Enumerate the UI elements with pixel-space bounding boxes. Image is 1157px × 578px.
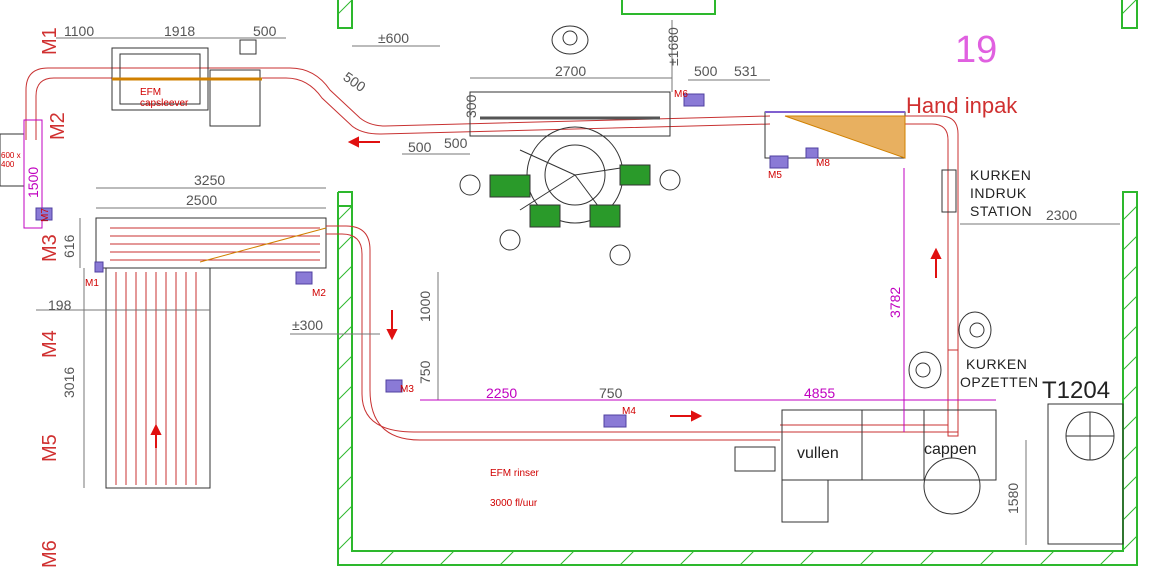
flow-arrows xyxy=(150,136,942,448)
dimension-lines-magenta xyxy=(23,120,996,432)
dim-1500: 1500 xyxy=(25,167,41,198)
cork-press-station-box xyxy=(941,169,957,213)
motor-label-m6: M6 xyxy=(674,89,688,100)
cork-place-label-line1: KURKEN xyxy=(966,356,1027,372)
operator-figures xyxy=(551,25,992,389)
motor-label-m7: M7 xyxy=(40,208,51,222)
dim-600-plusminus: ±600 xyxy=(378,30,409,46)
axis-label-m5: M5 xyxy=(39,434,61,462)
dim-500-top: 500 xyxy=(253,23,277,39)
area-number: 19 xyxy=(955,29,997,71)
dim-3782: 3782 xyxy=(887,287,903,318)
dim-1680: ±1680 xyxy=(665,27,681,66)
axis-label-m6: M6 xyxy=(39,540,61,568)
rotary-filler xyxy=(459,91,681,266)
cork-place-label-line2: OPZETTEN xyxy=(960,374,1039,390)
dim-4855: 4855 xyxy=(804,385,835,401)
dim-2300: 2300 xyxy=(1046,207,1077,223)
capsleever-label-line2: capsleever xyxy=(140,98,189,109)
capsleever-label-line1: EFM xyxy=(140,87,161,98)
station-id-t1204: T1204 xyxy=(1042,377,1110,404)
dim-500-bottom-right: 500 xyxy=(444,135,468,151)
dim-1918: 1918 xyxy=(164,23,195,39)
dim-750-vertical: 750 xyxy=(417,360,433,384)
capacity-label: 3000 fl/uur xyxy=(490,498,538,509)
cork-press-label-line2: INDRUK xyxy=(970,185,1027,201)
dim-750-horizontal: 750 xyxy=(599,385,623,401)
motor-label-m4: M4 xyxy=(622,406,636,417)
motor-label-m2: M2 xyxy=(312,288,326,299)
motor-label-m3: M3 xyxy=(400,384,414,395)
dim-1580: 1580 xyxy=(1005,483,1021,514)
axis-label-m3: M3 xyxy=(39,234,61,262)
motor-symbols xyxy=(35,93,819,428)
building-walls xyxy=(337,0,1138,566)
axis-label-m2: M2 xyxy=(47,112,69,140)
hand-pack-table xyxy=(764,111,906,159)
cap-station-label: cappen xyxy=(924,441,977,458)
dim-500-bottom-left: 500 xyxy=(408,139,432,155)
accumulation-table xyxy=(95,217,780,489)
fill-station-label: vullen xyxy=(797,445,839,462)
dim-2500: 2500 xyxy=(186,192,217,208)
dim-300-plusminus: ±300 xyxy=(292,317,323,333)
cork-place-station-box xyxy=(947,349,959,437)
dim-1100: 1100 xyxy=(64,23,94,39)
motor-label-m5: M5 xyxy=(768,170,782,181)
dim-3250: 3250 xyxy=(194,172,225,188)
hand-pack-label: Hand inpak xyxy=(906,93,1018,118)
dim-1000: 1000 xyxy=(417,291,433,322)
dim-2700: 2700 xyxy=(555,63,586,79)
cork-press-label-line3: STATION xyxy=(970,203,1032,219)
dim-500-right: 500 xyxy=(694,63,718,79)
motor-label-m1: M1 xyxy=(85,278,99,289)
dim-300: 300 xyxy=(463,94,479,118)
motor-label-m8: M8 xyxy=(816,158,830,169)
cork-press-label-line1: KURKEN xyxy=(970,167,1031,183)
rinser-label: EFM rinser xyxy=(490,468,540,479)
axis-label-m1: M1 xyxy=(39,27,61,55)
dimension-lines-grey xyxy=(36,20,1120,545)
fill-cap-stations xyxy=(734,403,1124,545)
dim-500-diagonal: 500 xyxy=(340,68,368,95)
dim-198: 198 xyxy=(48,297,72,313)
dim-616: 616 xyxy=(61,234,77,258)
capsleever-machine xyxy=(111,39,262,127)
wall-hatching xyxy=(337,0,1138,566)
axis-label-m4: M4 xyxy=(39,330,61,358)
dim-2250: 2250 xyxy=(486,385,517,401)
left-box-label-line1: 600 x xyxy=(1,151,21,160)
upper-conveyor xyxy=(25,67,959,433)
left-box-label-line2: 400 xyxy=(1,160,15,169)
dim-3016: 3016 xyxy=(61,367,77,398)
dim-531: 531 xyxy=(734,63,758,79)
